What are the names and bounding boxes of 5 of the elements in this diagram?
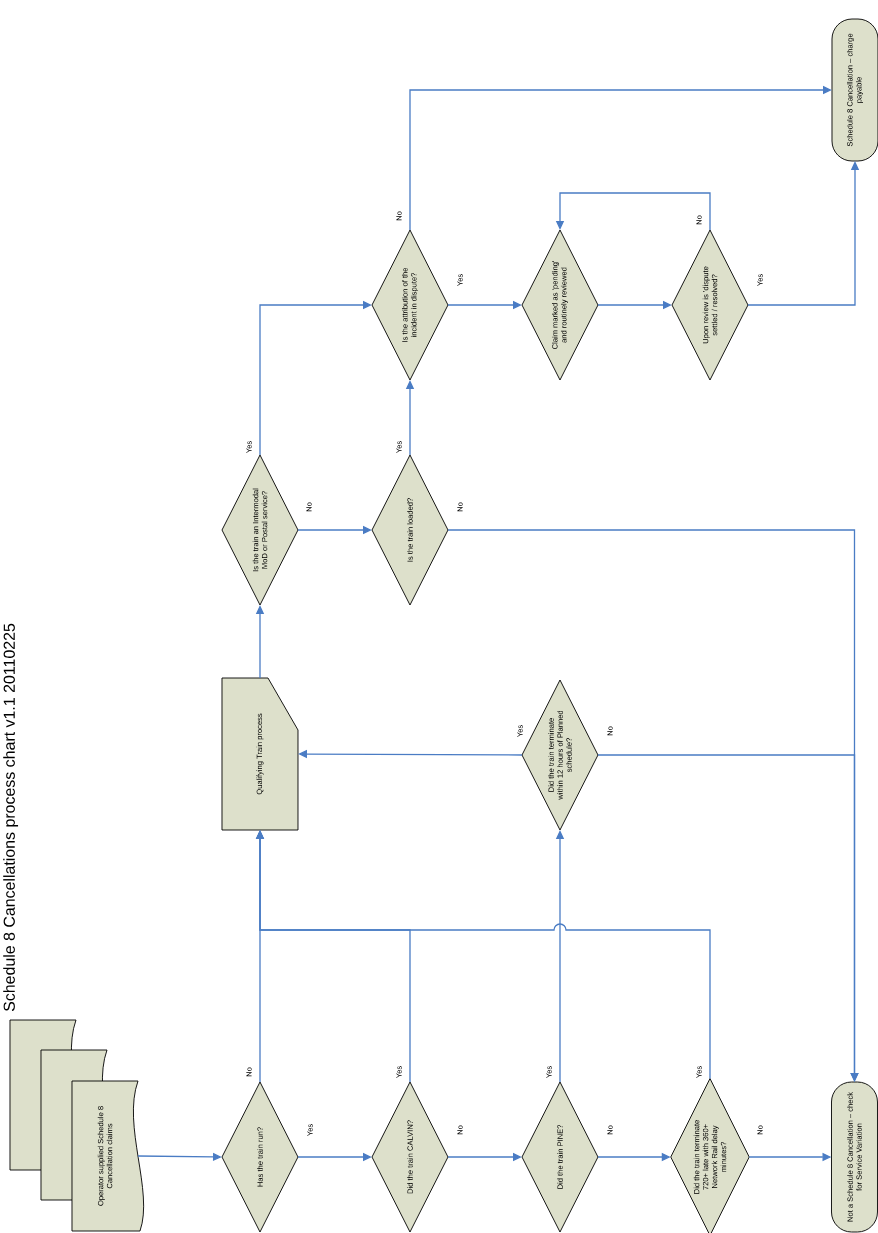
arrow [255, 830, 711, 1080]
arrow [409, 85, 832, 231]
arrow [447, 529, 859, 1082]
arrow [259, 300, 372, 456]
title: Schedule 8 Cancellations process chart v1.1 20110225 [3, 623, 19, 1012]
